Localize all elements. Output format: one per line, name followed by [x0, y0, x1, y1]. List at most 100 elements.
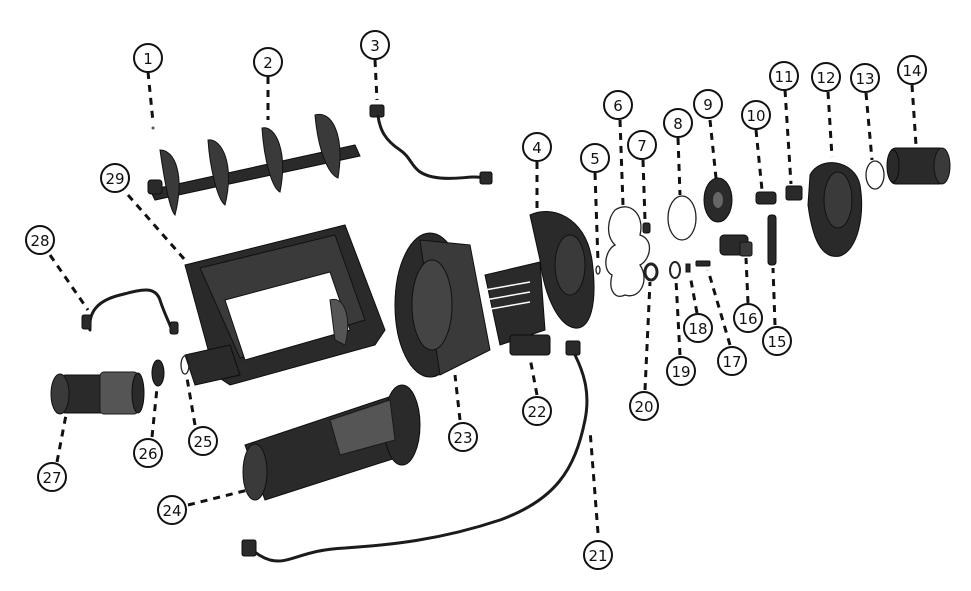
part-clip-11 [785, 185, 803, 201]
callout-16: 16 [733, 303, 763, 333]
callout-circle [741, 100, 771, 130]
callout-number: 25 [193, 433, 212, 451]
callout-number: 29 [105, 170, 124, 188]
callout-number: 17 [722, 353, 741, 371]
callout-circle [629, 391, 659, 421]
part-pin-18 [685, 263, 691, 273]
callout-number: 6 [613, 97, 623, 115]
callout-12: 12 [811, 62, 841, 92]
callout-number: 1 [143, 50, 153, 68]
part-rod-15 [767, 214, 777, 266]
callout-24: 24 [157, 495, 187, 525]
callout-circle [253, 47, 283, 77]
callout-17: 17 [717, 346, 747, 376]
part-lever-10 [755, 191, 777, 205]
callout-circle [133, 43, 163, 73]
callout-19: 19 [666, 356, 696, 386]
callout-4: 4 [522, 132, 552, 162]
callout-8: 8 [663, 108, 693, 138]
callout-circle [360, 30, 390, 60]
callout-circle [717, 346, 747, 376]
callout-18: 18 [683, 313, 713, 343]
part-ring-5 [595, 265, 601, 275]
callout-number: 7 [637, 137, 647, 155]
callout-number: 23 [453, 429, 472, 447]
callout-circle [663, 108, 693, 138]
callout-circle [897, 55, 927, 85]
callout-number: 14 [902, 62, 921, 80]
callout-22: 22 [522, 396, 552, 426]
callout-25: 25 [188, 426, 218, 456]
callout-number: 5 [590, 150, 600, 168]
callout-number: 24 [162, 502, 181, 520]
callout-number: 15 [767, 333, 786, 351]
callout-number: 12 [816, 69, 835, 87]
callout-number: 26 [138, 445, 157, 463]
callout-21: 21 [583, 540, 613, 570]
callout-15: 15 [762, 326, 792, 356]
callout-circle [100, 163, 130, 193]
callout-circle [522, 396, 552, 426]
part-endplate-4 [529, 211, 595, 329]
callout-26: 26 [133, 438, 163, 468]
part-hopper [184, 224, 386, 386]
callout-29: 29 [100, 163, 130, 193]
callout-10: 10 [741, 100, 771, 130]
callout-number: 27 [42, 469, 61, 487]
callout-1: 1 [133, 43, 163, 73]
callout-circle [188, 426, 218, 456]
part-seal-20 [643, 262, 659, 282]
callout-number: 4 [532, 139, 542, 157]
callout-number: 16 [738, 310, 757, 328]
callout-circle [733, 303, 763, 333]
part-seal-19 [669, 261, 681, 279]
callout-circle [683, 313, 713, 343]
callout-6: 6 [603, 90, 633, 120]
callout-number: 10 [746, 107, 765, 125]
callout-number: 11 [774, 68, 793, 86]
callout-circle [627, 130, 657, 160]
callout-circle [580, 143, 610, 173]
part-gasket-6 [605, 206, 651, 297]
part-screw-17 [695, 260, 711, 267]
callout-circle [666, 356, 696, 386]
callout-2: 2 [253, 47, 283, 77]
callout-circle [25, 225, 55, 255]
callout-circle [850, 63, 880, 93]
part-cable-3 [369, 104, 493, 185]
callout-number: 3 [370, 37, 380, 55]
callout-11: 11 [769, 61, 799, 91]
part-actuator-16 [719, 234, 753, 257]
callout-circle [448, 422, 478, 452]
callout-circle [811, 62, 841, 92]
part-block-7 [642, 222, 651, 234]
callout-23: 23 [448, 422, 478, 452]
callout-circle [603, 90, 633, 120]
callout-number: 18 [688, 320, 707, 338]
part-ring-13 [865, 160, 885, 190]
callout-number: 21 [588, 547, 607, 565]
part-washer-26 [151, 359, 165, 387]
callout-7: 7 [627, 130, 657, 160]
part-fan-23 [394, 232, 491, 378]
callout-number: 13 [855, 70, 874, 88]
callout-number: 20 [634, 398, 653, 416]
callout-circle [583, 540, 613, 570]
part-gearbox-12 [807, 162, 863, 257]
part-bracket-22 [484, 261, 551, 356]
callout-14: 14 [897, 55, 927, 85]
part-dot-1 [151, 126, 155, 130]
part-motor-14 [886, 147, 951, 185]
callout-circle [522, 132, 552, 162]
callout-13: 13 [850, 63, 880, 93]
callout-circle [762, 326, 792, 356]
callout-number: 9 [703, 96, 713, 114]
part-wire-28 [81, 288, 179, 335]
callout-number: 22 [527, 403, 546, 421]
part-cable-21 [241, 340, 589, 563]
callout-circle [693, 89, 723, 119]
leader-lines [48, 59, 918, 534]
